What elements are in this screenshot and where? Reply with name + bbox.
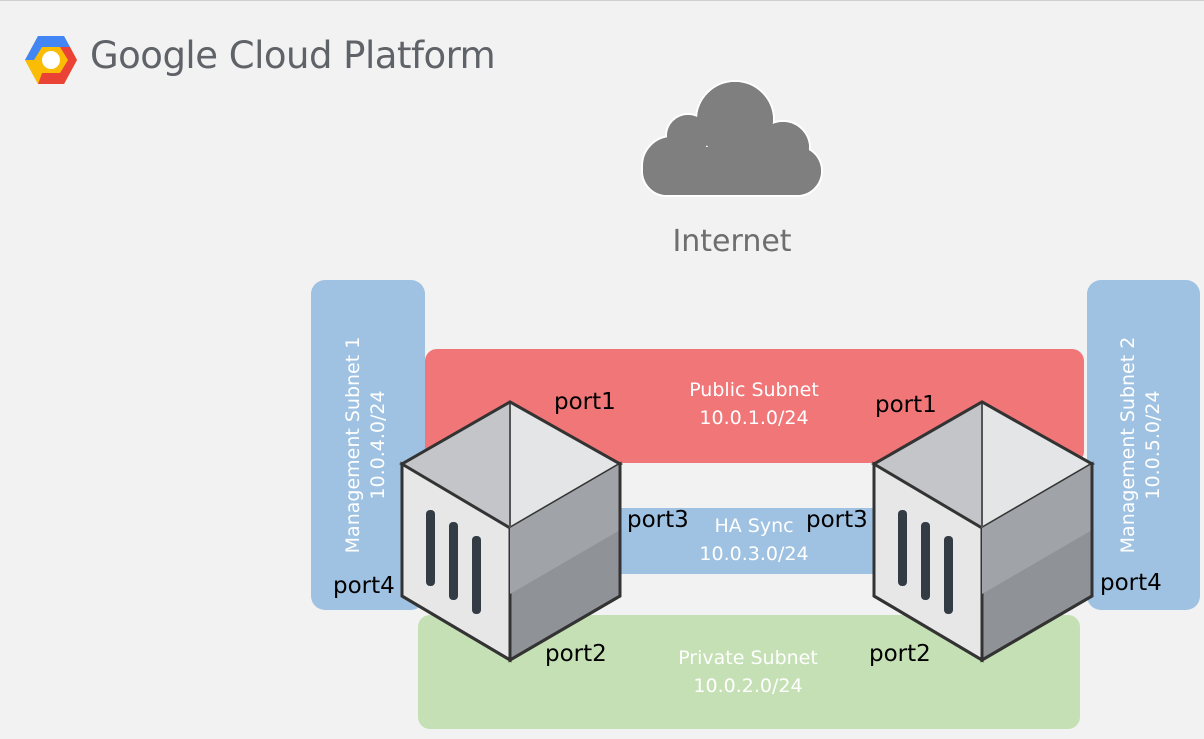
right-port2-label: port2 <box>869 641 931 667</box>
management-subnet-2-cidr: 10.0.5.0/24 <box>1142 390 1164 500</box>
private-subnet-cidr: 10.0.2.0/24 <box>693 675 803 697</box>
management-subnet-1-cidr: 10.0.4.0/24 <box>367 390 389 500</box>
top-border <box>0 0 1204 1</box>
right-port1-label: port1 <box>875 392 937 418</box>
internet-label: Internet <box>672 224 792 259</box>
management-subnet-2-label: Management Subnet 2 10.0.5.0/24 <box>1116 330 1170 560</box>
management-subnet-2-name: Management Subnet 2 <box>1117 336 1139 554</box>
management-subnet-2 <box>1087 280 1200 610</box>
public-subnet-label: Public Subnet 10.0.1.0/24 <box>620 376 888 432</box>
left-port2-label: port2 <box>545 641 607 667</box>
private-subnet-label: Private Subnet 10.0.2.0/24 <box>614 644 882 700</box>
ha-sync-cidr: 10.0.3.0/24 <box>699 543 809 565</box>
firewall-appliance-icon <box>399 400 624 663</box>
management-subnet-1-label: Management Subnet 1 10.0.4.0/24 <box>341 330 395 560</box>
ha-sync-label: HA Sync 10.0.3.0/24 <box>620 512 888 568</box>
management-subnet-1-name: Management Subnet 1 <box>342 336 364 554</box>
right-port4-label: port4 <box>1100 570 1162 596</box>
left-port3-label: port3 <box>627 507 689 533</box>
left-port4-label: port4 <box>333 573 395 599</box>
public-subnet-name: Public Subnet <box>689 379 819 401</box>
cloud-icon <box>641 80 823 197</box>
right-port3-label: port3 <box>806 507 868 533</box>
ha-sync-subnet <box>600 508 900 574</box>
ha-sync-name: HA Sync <box>714 515 794 537</box>
gcp-hexagon-logo-icon <box>25 36 77 84</box>
private-subnet-name: Private Subnet <box>678 647 818 669</box>
public-subnet-cidr: 10.0.1.0/24 <box>699 407 809 429</box>
left-port1-label: port1 <box>554 389 616 415</box>
firewall-appliance-icon <box>871 400 1096 663</box>
brand-name: Google Cloud Platform <box>90 34 496 77</box>
